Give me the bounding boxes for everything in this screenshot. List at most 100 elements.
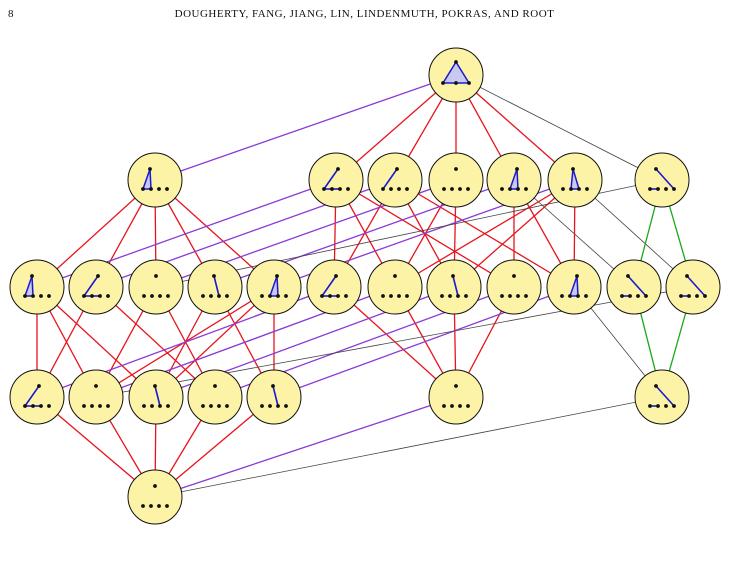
node-3-0 xyxy=(9,369,65,425)
page-number: 8 xyxy=(8,8,14,20)
vertex-dot xyxy=(500,187,504,191)
vertex-dot xyxy=(106,404,110,408)
vertex-dot xyxy=(389,187,393,191)
node-1-1 xyxy=(308,152,364,208)
vertex-dot xyxy=(158,404,162,408)
node-2-6 xyxy=(367,259,423,315)
vertex-dot xyxy=(672,404,676,408)
vertex-dot xyxy=(142,294,146,298)
vertex-dot xyxy=(322,187,326,191)
vertex-dot xyxy=(577,187,581,191)
vertex-dot xyxy=(158,294,162,298)
simplex-edge xyxy=(213,275,220,297)
diagram-nodes xyxy=(9,47,721,525)
vertex-dot xyxy=(157,187,161,191)
vertex-dot xyxy=(96,274,100,278)
running-head: DOUGHERTY, FANG, JIANG, LIN, LINDENMUTH,… xyxy=(174,8,555,20)
node-2-8 xyxy=(486,259,542,315)
node-0-0 xyxy=(428,47,484,103)
filled-triangle xyxy=(268,275,279,297)
node-2-11 xyxy=(665,259,721,315)
vertex-dot xyxy=(47,294,51,298)
node-circle xyxy=(486,259,542,315)
vertex-dot xyxy=(654,384,658,388)
simplex-edge xyxy=(321,275,337,297)
vertex-dot xyxy=(648,187,652,191)
vertex-dot xyxy=(141,187,145,191)
node-circle xyxy=(428,369,484,425)
vertex-dot xyxy=(441,81,445,85)
vertex-dot xyxy=(524,187,528,191)
vertex-dot xyxy=(330,187,334,191)
vertex-dot xyxy=(454,384,458,388)
node-circle xyxy=(426,259,482,315)
node-circle xyxy=(606,259,662,315)
vertex-dot xyxy=(336,167,340,171)
filled-triangle xyxy=(568,275,579,297)
vertex-dot xyxy=(568,294,572,298)
vertex-dot xyxy=(213,384,217,388)
vertex-dot xyxy=(225,404,229,408)
vertex-dot xyxy=(569,187,573,191)
node-2-2 xyxy=(128,259,184,315)
vertex-dot xyxy=(442,404,446,408)
vertex-dot xyxy=(30,274,34,278)
vertex-dot xyxy=(39,294,43,298)
vertex-dot xyxy=(141,504,145,508)
vertex-dot xyxy=(150,404,154,408)
vertex-dot xyxy=(442,187,446,191)
vertex-dot xyxy=(37,384,41,388)
vertex-dot xyxy=(524,294,528,298)
node-circle xyxy=(68,369,124,425)
vertex-dot xyxy=(516,187,520,191)
vertex-dot xyxy=(201,404,205,408)
vertex-dot xyxy=(23,404,27,408)
vertex-dot xyxy=(276,404,280,408)
vertex-dot xyxy=(209,294,213,298)
simplex-edge xyxy=(83,275,99,297)
node-3-2 xyxy=(128,369,184,425)
vertex-dot xyxy=(440,294,444,298)
node-circle xyxy=(128,369,184,425)
node-3-5 xyxy=(428,369,484,425)
vertex-dot xyxy=(516,294,520,298)
vertex-dot xyxy=(664,187,668,191)
vertex-dot xyxy=(346,187,350,191)
connector-line xyxy=(154,396,457,498)
vertex-dot xyxy=(654,167,658,171)
simplex-edge xyxy=(323,168,339,190)
filled-triangle xyxy=(570,168,581,190)
vertex-dot xyxy=(405,294,409,298)
node-2-1 xyxy=(68,259,124,315)
vertex-dot xyxy=(268,404,272,408)
vertex-dot xyxy=(464,294,468,298)
vertex-dot xyxy=(575,274,579,278)
vertex-dot xyxy=(648,404,652,408)
vertex-dot xyxy=(628,294,632,298)
node-circle xyxy=(127,469,183,525)
connector-line xyxy=(455,74,663,181)
vertex-dot xyxy=(165,187,169,191)
vertex-dot xyxy=(217,294,221,298)
simplex-edge xyxy=(382,168,398,190)
node-2-4 xyxy=(246,259,302,315)
vertex-dot xyxy=(679,294,683,298)
node-circle xyxy=(367,152,423,208)
vertex-dot xyxy=(644,294,648,298)
node-1-2 xyxy=(367,152,423,208)
vertex-dot xyxy=(150,294,154,298)
node-circle xyxy=(187,259,243,315)
vertex-dot xyxy=(275,274,279,278)
vertex-dot xyxy=(31,294,35,298)
simplex-edge xyxy=(655,168,675,190)
vertex-dot xyxy=(165,504,169,508)
vertex-dot xyxy=(90,404,94,408)
vertex-dot xyxy=(31,404,35,408)
vertex-dot xyxy=(166,404,170,408)
node-2-0 xyxy=(9,259,65,315)
vertex-dot xyxy=(154,274,158,278)
vertex-dot xyxy=(98,404,102,408)
vertex-dot xyxy=(454,81,458,85)
node-circle xyxy=(308,152,364,208)
vertex-dot xyxy=(450,187,454,191)
